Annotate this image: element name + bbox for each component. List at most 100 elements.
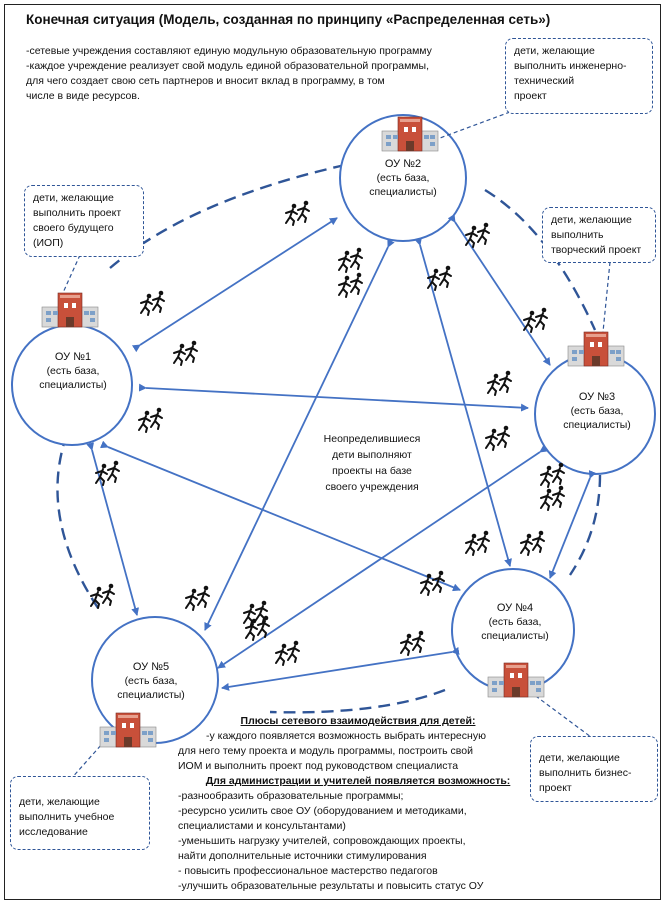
callout-line: дети, желающие: [19, 796, 100, 808]
ou3-label: ОУ №3 (есть база, специалисты): [542, 390, 652, 432]
benefit-line: найти дополнительные источники стимулиро…: [178, 850, 427, 862]
benefit-line: -улучшить образовательные результаты и п…: [178, 880, 484, 892]
ou1-line2: специалисты): [39, 379, 107, 391]
running-children-icon: [276, 641, 299, 665]
benefit-line: ИОМ и выполнить проект под руководством …: [178, 760, 459, 772]
pointer-creative: [601, 261, 611, 343]
running-children-icon: [488, 371, 511, 395]
running-children-icon: [139, 408, 162, 432]
running-children-icon: [141, 291, 164, 315]
callout-line: выполнить: [551, 229, 604, 241]
pointer-engineering: [439, 111, 511, 139]
center-line: дети выполняют: [332, 449, 412, 461]
intro-line: числе в виде ресурсов.: [26, 90, 140, 102]
school-building-icon: [41, 292, 99, 328]
admin-benefits-heading: Для администрации и учителей появляется …: [205, 775, 511, 787]
ring-segment: [269, 688, 446, 714]
callout-line: выполнить проект: [33, 207, 122, 219]
callout-line: дети, желающие: [33, 192, 114, 204]
running-children-icon: [401, 631, 424, 655]
center-line: проекты на базе: [332, 465, 412, 477]
ou5-name: ОУ №5: [132, 661, 170, 673]
ou1-name: ОУ №1: [54, 351, 92, 363]
callout-line: дети, желающие: [539, 752, 620, 764]
benefits-block: Плюсы сетевого взаимодействия для детей:…: [178, 714, 538, 894]
benefit-line: -уменьшить нагрузку учителей, сопровожда…: [178, 835, 466, 847]
benefit-line: - повысить профессиональное мастерство п…: [178, 865, 438, 877]
running-children-icon: [486, 426, 509, 450]
ou5-line1: (есть база,: [124, 675, 178, 687]
arrow-ou1-ou2: [131, 217, 338, 353]
benefit-line: специалистами и консультантами): [178, 820, 346, 832]
arrow-ou3-ou4: [548, 470, 597, 579]
callout-line: выполнить учебное: [19, 811, 115, 823]
arrow-ou1-ou3: [138, 383, 529, 412]
running-children-icon: [541, 463, 564, 487]
page-frame: [4, 4, 661, 900]
center-line: своего учреждения: [325, 481, 419, 493]
pointer-future: [61, 254, 81, 296]
ou4-label: ОУ №4 (есть база, специалисты): [460, 601, 570, 643]
children-benefits-heading: Плюсы сетевого взаимодействия для детей:: [240, 715, 476, 727]
callout-line: технический: [514, 75, 575, 87]
intro-line: -каждое учреждение реализует свой модуль…: [26, 60, 429, 72]
ou2-label: ОУ №2 (есть база, специалисты): [348, 157, 458, 199]
ou5-label: ОУ №5 (есть база, специалисты): [96, 660, 206, 702]
running-children-icon: [96, 461, 119, 485]
arrow-ou3-ou5: [217, 444, 549, 669]
ou1-label: ОУ №1 (есть база, специалисты): [18, 350, 128, 392]
ou2-name: ОУ №2: [384, 158, 422, 170]
callout-business: дети, желающие выполнить бизнес- проект: [530, 736, 658, 802]
benefit-line: для него тему проекта и модуль программы…: [178, 745, 473, 757]
running-children-icon: [521, 531, 544, 555]
intro-line: для чего создает свою сеть партнеров и в…: [26, 75, 385, 87]
running-children-icon: [286, 201, 309, 225]
running-children-icon: [541, 486, 564, 510]
ou4-line1: (есть база,: [488, 616, 542, 628]
page-title: Конечная ситуация (Модель, созданная по …: [26, 12, 551, 27]
callout-line: проект: [539, 782, 572, 794]
ou5-line2: специалисты): [117, 689, 185, 701]
running-children-icon: [174, 341, 197, 365]
ou4-line2: специалисты): [481, 630, 549, 642]
callout-line: проект: [514, 90, 547, 102]
ou3-name: ОУ №3: [578, 391, 616, 403]
callout-engineering: дети, желающие выполнить инженерно- техн…: [505, 38, 653, 114]
callout-creative: дети, желающие выполнить творческий прое…: [542, 207, 656, 263]
ring-segment: [109, 163, 346, 269]
benefit-line: -у каждого появляется возможность выбрат…: [206, 730, 486, 742]
arrow-ou4-ou5: [221, 646, 460, 691]
running-children-icon: [339, 273, 362, 297]
callout-research: дети, желающие выполнить учебное исследо…: [10, 776, 150, 850]
ou3-line2: специалисты): [563, 419, 631, 431]
benefit-line: -ресурсно усилить свое ОУ (оборудованием…: [178, 805, 467, 817]
ou1-line1: (есть база,: [46, 365, 100, 377]
center-note: Неопределившиеся дети выполняют проекты …: [312, 431, 432, 495]
ou3-line1: (есть база,: [570, 405, 624, 417]
arrow-ou2-ou3: [447, 213, 551, 366]
callout-line: своего будущего: [33, 222, 114, 234]
intro-text: -сетевые учреждения составляют единую мо…: [26, 44, 496, 104]
running-children-icon: [524, 308, 547, 332]
ou2-line2: специалисты): [369, 186, 437, 198]
center-line: Неопределившиеся: [323, 433, 421, 445]
connection-arrows: [86, 213, 597, 691]
benefit-line: -разнообразить образовательные программы…: [178, 790, 404, 802]
callout-line: выполнить инженерно-: [514, 60, 627, 72]
ou2-line1: (есть база,: [376, 172, 430, 184]
school-building-icon: [567, 331, 625, 367]
callout-line: исследование: [19, 826, 88, 838]
callout-line: дети, желающие: [551, 214, 632, 226]
ou4-name: ОУ №4: [496, 602, 534, 614]
callout-future: дети, желающие выполнить проект своего б…: [24, 185, 144, 257]
ring-segment: [569, 474, 602, 576]
running-children-icon: [186, 586, 209, 610]
callout-line: выполнить бизнес-: [539, 767, 632, 779]
callout-line: дети, желающие: [514, 45, 595, 57]
running-children-icon: [466, 531, 489, 555]
callout-line: (ИОП): [33, 237, 64, 249]
running-children-icon: [339, 248, 362, 272]
callout-line: творческий проект: [551, 244, 642, 256]
intro-line: -сетевые учреждения составляют единую мо…: [26, 45, 432, 57]
